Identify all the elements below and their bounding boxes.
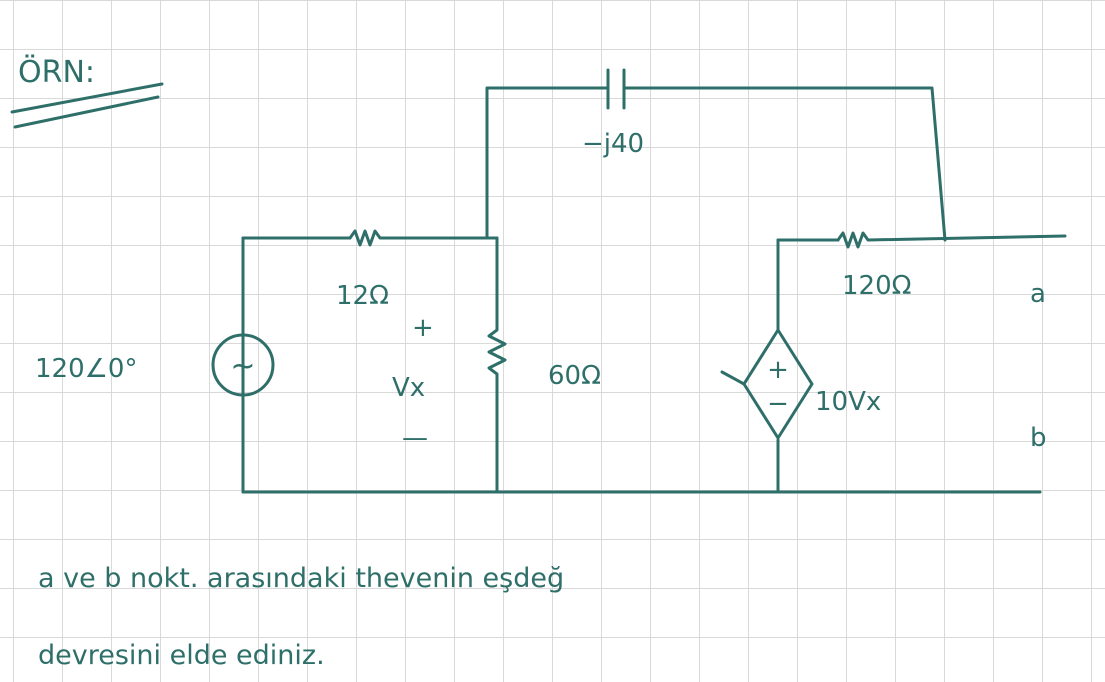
dep-source-label: 10Vx (815, 387, 881, 417)
title-underline-1 (10, 82, 164, 114)
ac-source-symbol: ~ (230, 349, 255, 384)
page-title: ÖRN: (18, 54, 95, 90)
ac-source-circle (211, 333, 275, 397)
resistor-60-ohm (487, 236, 507, 494)
title-underline-2 (13, 95, 160, 129)
note-line-1: a ve b nokt. arasındaki thevenin eşdeğ (38, 563, 564, 594)
vx-plus: + (412, 313, 434, 343)
terminal-a-label: a (1030, 279, 1046, 309)
r2-label: 60Ω (548, 361, 601, 391)
vx-minus: — (402, 423, 428, 453)
note-line-2: devresini elde ediniz. (38, 640, 325, 671)
dep-source-tail (720, 370, 746, 386)
terminal-b-label: b (1030, 423, 1047, 453)
vx-label: Vx (392, 373, 425, 403)
dep-source-plus: + (767, 355, 789, 385)
resistor-120-ohm (836, 231, 1067, 249)
r3-label: 120Ω (842, 271, 912, 301)
dep-source-minus: − (767, 389, 789, 419)
r1-label: 12Ω (336, 281, 389, 311)
dependent-source-diamond (742, 328, 814, 440)
wire-cap-right (622, 86, 947, 242)
capacitor-label: −j40 (582, 129, 644, 159)
wire-cap-left (485, 86, 610, 240)
source-label: 120∠0° (35, 354, 137, 384)
resistor-12-ohm (348, 229, 499, 247)
